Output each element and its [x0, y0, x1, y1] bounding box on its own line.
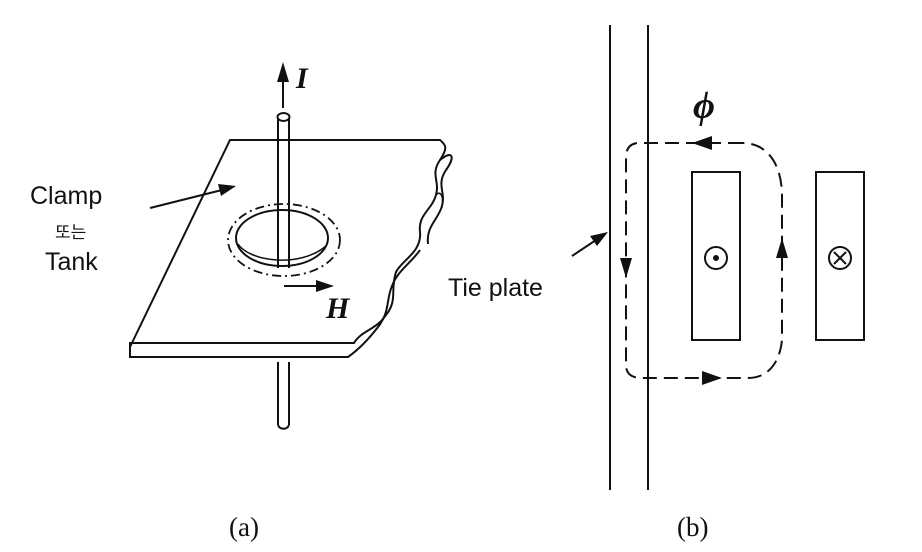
tie-plate-pointer-arrow [571, 232, 608, 257]
field-arrow [284, 280, 334, 292]
flux-arrow-bottom [702, 371, 722, 385]
conductor-rod [276, 112, 291, 430]
clamp-label-line3: Tank [45, 248, 98, 276]
flux-loop [625, 142, 783, 379]
field-label: H [325, 292, 351, 325]
plate-hole [235, 209, 329, 267]
current-label: I [295, 62, 309, 95]
caption-a: (a) [229, 512, 259, 542]
clamp-pointer-arrow [149, 184, 236, 209]
conductor-into-page [815, 171, 865, 341]
cross-icon [833, 251, 847, 265]
clamp-label-line1: Clamp [30, 182, 102, 210]
flux-arrow-left [620, 258, 632, 278]
clamp-label-line2: 또는 [55, 223, 86, 242]
current-arrow [277, 62, 289, 108]
flux-arrow-top [692, 136, 712, 150]
panel-b: ϕ Tie plate (b) [448, 25, 865, 542]
field-loop [227, 203, 341, 277]
clamp-plate [129, 139, 453, 358]
tie-plate-label: Tie plate [448, 274, 543, 302]
panel-a: I H Clamp 또는 Tank (a) [30, 62, 453, 542]
dot-icon [713, 255, 719, 261]
conductor-out-of-page [691, 171, 741, 341]
flux-label: ϕ [693, 85, 715, 127]
tie-plate [609, 25, 649, 490]
caption-b: (b) [677, 512, 708, 542]
flux-arrow-right [776, 238, 788, 258]
